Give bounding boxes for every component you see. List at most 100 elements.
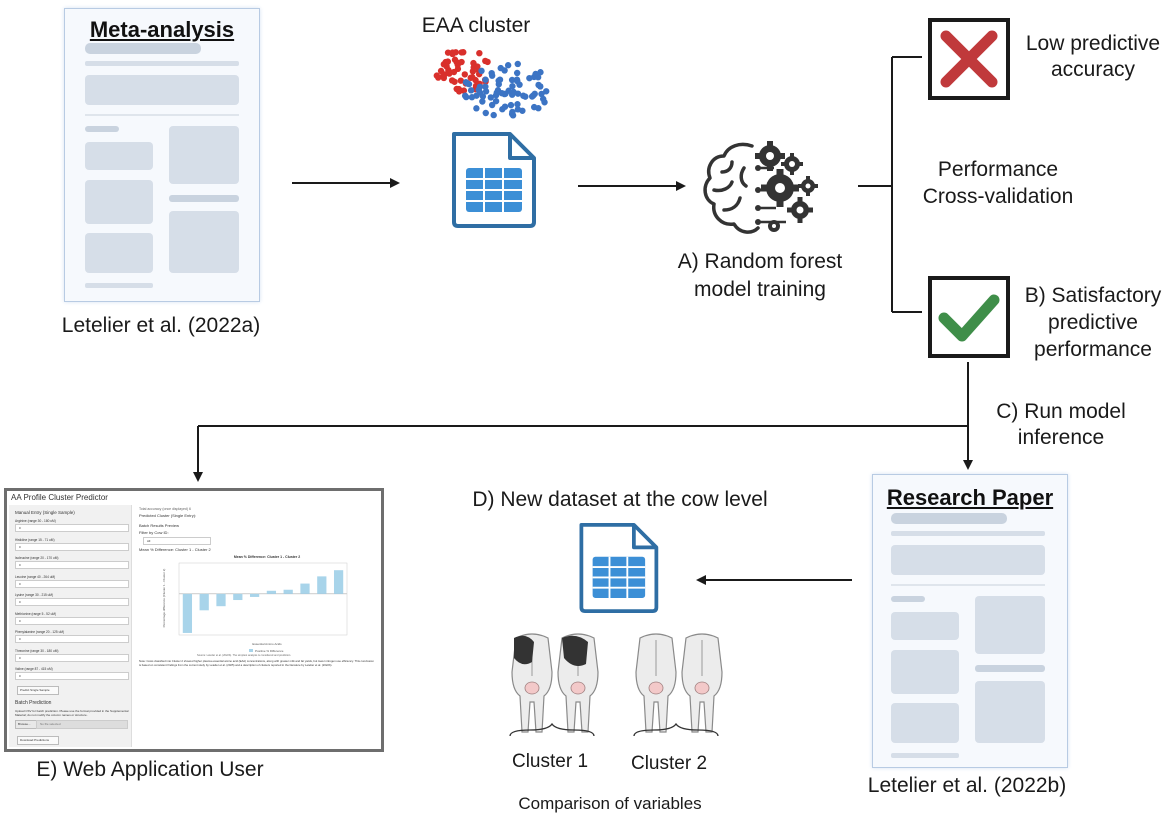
field-label: Leucine (range 40 - 264 uM) (15, 574, 56, 579)
browse-button[interactable]: Browse... (15, 720, 37, 729)
scatter-point-blue (493, 89, 500, 97)
research-paper-caption: Letelier et al. (2022b) (867, 774, 1067, 797)
research-paper-placeholder-layout (891, 513, 1045, 758)
amino-acid-input-value: 0 (19, 655, 21, 660)
scatter-point-blue (482, 88, 490, 95)
rf-label-line1: A) Random forest (677, 250, 843, 273)
scatter-point-blue (513, 76, 521, 83)
amino-acid-input-value: 0 (19, 637, 21, 641)
scatter-point-blue (461, 92, 469, 99)
scatter-point-red (461, 71, 469, 78)
scatter-point-red (458, 58, 465, 66)
amino-acid-input[interactable]: 0 (15, 561, 129, 569)
scatter-point-blue (488, 72, 496, 79)
chart-bar (266, 590, 277, 594)
scatter-point-red (470, 59, 477, 67)
mean-diff-heading: Mean % Difference: Cluster 1 - Cluster 2 (139, 547, 211, 552)
scatter-point-red (455, 88, 463, 95)
amino-acid-input[interactable]: 0 (15, 542, 129, 551)
chart-bar (199, 593, 209, 611)
mean-diff-chart: Mean % Difference: Cluster 1 - Cluster 2… (162, 555, 348, 653)
scatter-point-blue (539, 95, 547, 103)
scatter-point-blue (496, 76, 504, 83)
batch-text: Upload CSV for batch prediction. Please … (15, 709, 129, 717)
browse-button-label: Browse... (18, 722, 31, 726)
scatter-point-blue (479, 93, 487, 100)
chart-bar (317, 576, 327, 594)
scatter-point-blue (482, 76, 489, 83)
chart-bar (333, 570, 344, 594)
amino-acid-input[interactable]: 0 (15, 524, 129, 532)
scatter-point-blue (492, 97, 500, 105)
cross-icon (928, 18, 1010, 100)
research-paper-document: Research Paper (872, 474, 1068, 768)
chart-legend: Positive % Difference (255, 649, 284, 653)
chart-title: Mean % Difference: Cluster 1 - Cluster 2 (234, 555, 300, 559)
predict-button-label: Predict Single Sample (20, 688, 50, 692)
chart-xlabel: Essential Amino Acids (252, 642, 282, 646)
total-accuracy-text: Total accuracy (once displayed) 6 (139, 507, 191, 511)
scatter-point-blue (475, 86, 482, 93)
amino-acid-input[interactable]: 0 (15, 616, 129, 625)
field-label: Phenylalanine (range 20 - 125 uM) (15, 630, 65, 634)
chart-bar (182, 593, 193, 633)
field-label: Lysine (range 30 - 215 uM) (15, 593, 54, 597)
scatter-point-blue (482, 109, 489, 117)
scatter-point-red (472, 76, 479, 84)
scatter-point-red (454, 65, 462, 73)
eaa-cluster-scatter (433, 49, 550, 119)
amino-acid-input-value: 0 (19, 674, 21, 678)
amino-acid-input[interactable]: 0 (15, 653, 129, 662)
amino-acid-input[interactable]: 0 (15, 635, 129, 643)
amino-acid-input-value: 0 (19, 618, 21, 623)
scatter-point-red (458, 49, 465, 56)
field-label: Histidine (range 15 - 71 uM) (15, 537, 55, 542)
file-name-field[interactable]: No file selected (36, 720, 128, 729)
meta-analysis-document: Meta-analysis (64, 8, 260, 302)
gear-icon (787, 197, 813, 223)
file-name-placeholder: No file selected (40, 722, 61, 726)
gear-icon (798, 176, 818, 196)
performance-line1: Performance (937, 158, 1059, 181)
cluster1-cow-icon (511, 633, 599, 733)
chart-frame (178, 562, 348, 636)
inference-line2: inference (1017, 426, 1105, 449)
filter-label: Filter by Cow ID: (139, 530, 169, 535)
scatter-point-blue (478, 67, 485, 75)
scatter-point-blue (514, 60, 521, 68)
scatter-point-blue (501, 103, 509, 110)
amino-acid-input[interactable]: 0 (15, 598, 129, 606)
scatter-point-blue (522, 93, 529, 100)
predict-single-button[interactable]: Predict Single Sample (17, 686, 59, 695)
spreadsheet-file-icon (579, 523, 659, 613)
scatter-point-blue (508, 76, 516, 84)
chart-bar (233, 593, 243, 601)
bracket-performance (858, 56, 922, 313)
amino-acid-input[interactable]: 0 (15, 579, 129, 588)
scatter-point-blue (501, 67, 508, 74)
amino-acid-input-value: 0 (19, 600, 21, 604)
cluster2-cow-icon (635, 633, 723, 733)
research-paper-title: Research Paper (886, 485, 1054, 510)
download-button-label: Download Predictions (20, 738, 50, 742)
cluster2-label: Cluster 2 (630, 753, 708, 774)
chart-legend-swatch (249, 649, 253, 652)
meta-analysis-caption: Letelier et al. (2022a) (61, 314, 261, 337)
download-predictions-button[interactable]: Download Predictions (17, 736, 59, 745)
chart-ylabel: Percentage difference (Cluster 1 - Clust… (162, 569, 166, 628)
inference-line1: C) Run model (996, 400, 1126, 423)
scatter-point-blue (488, 101, 496, 109)
scatter-point-blue (514, 90, 522, 97)
new-dataset-label: D) New dataset at the cow level (472, 488, 768, 511)
amino-acid-input[interactable]: 0 (15, 672, 129, 680)
scatter-point-blue (479, 98, 486, 105)
chart-caption: Source: Letelier et al. (2022b). The sim… (197, 654, 292, 657)
scatter-point-blue (519, 107, 526, 114)
scatter-point-red (452, 49, 459, 56)
scatter-point-blue (530, 73, 538, 81)
predicted-cluster-text: Predicted Cluster (Single Entry): (139, 513, 197, 518)
scatter-point-blue (509, 108, 516, 116)
field-label: Threonine (range 30 - 180 uM) (15, 648, 59, 653)
filter-select[interactable]: All (143, 537, 211, 545)
scatter-point-blue (543, 88, 550, 95)
